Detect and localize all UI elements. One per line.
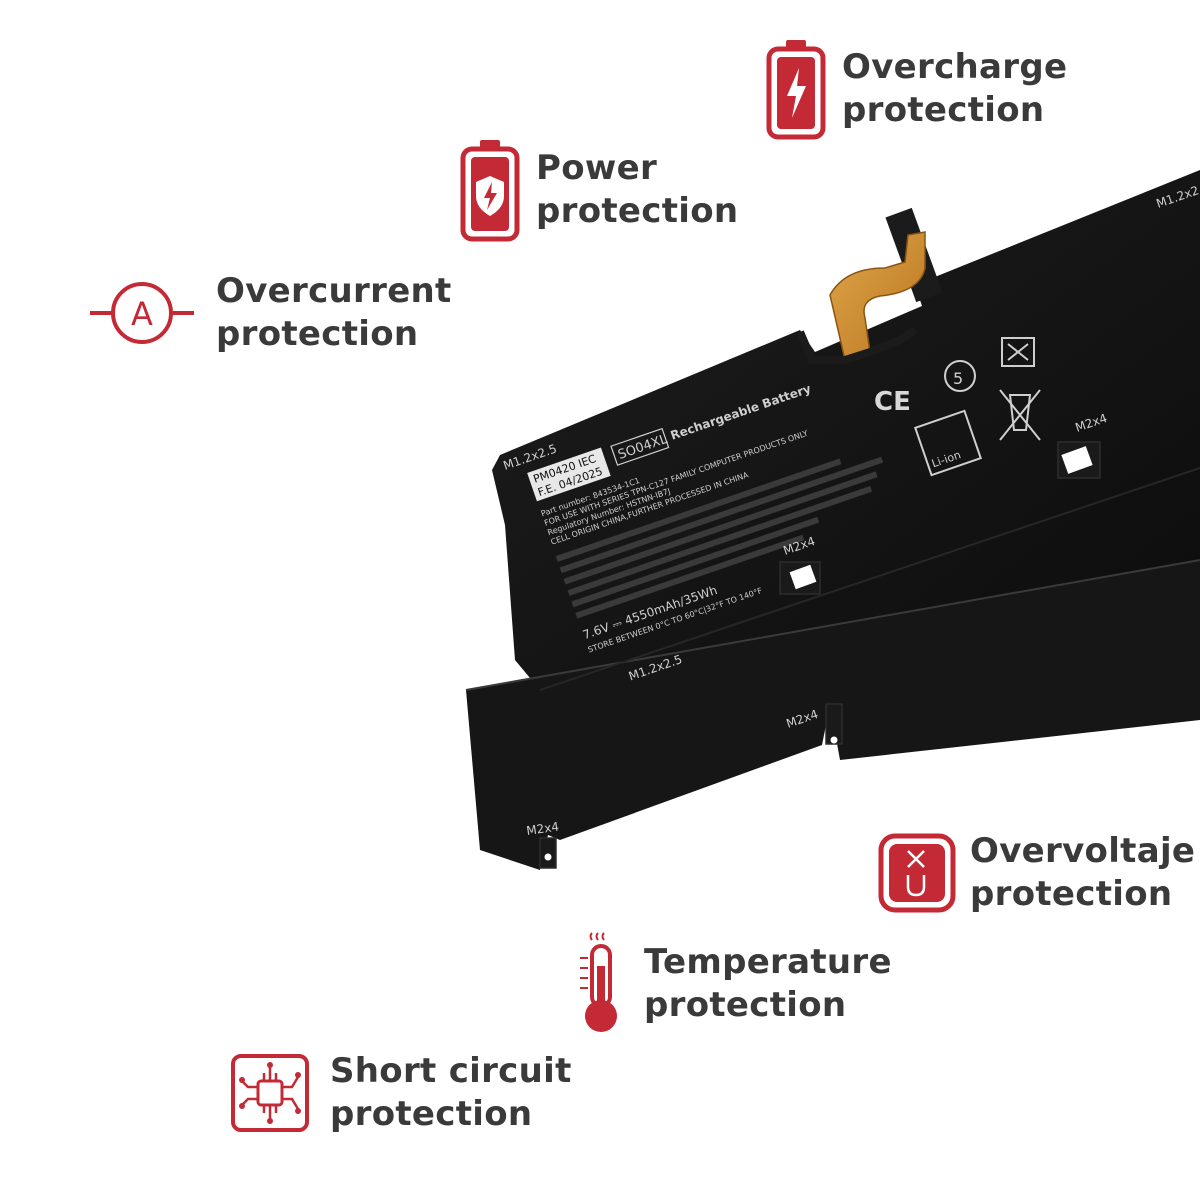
battery-upper-cell	[492, 170, 1200, 700]
feature-title: Overvoltaje	[970, 831, 1196, 871]
overcharge-protection-feature: Overcharge protection	[766, 38, 1067, 140]
feature-subtitle: protection	[216, 314, 419, 354]
short-circuit-protection-feature: Short circuit protection	[230, 1050, 572, 1136]
ce-mark: CE	[874, 387, 911, 417]
battery-bolt-icon	[766, 38, 826, 140]
ammeter-icon: A	[90, 278, 194, 348]
overcurrent-protection-feature: A Overcurrent protection	[90, 270, 452, 356]
power-protection-feature: Power protection	[460, 138, 738, 242]
feature-subtitle: protection	[330, 1094, 533, 1134]
feature-subtitle: protection	[644, 985, 847, 1025]
temperature-protection-feature: Temperature protection	[578, 932, 892, 1036]
recycle-number: 5	[953, 369, 963, 388]
overvoltage-protection-feature: Overvoltaje protection	[878, 830, 1195, 916]
feature-title: Temperature	[644, 942, 892, 982]
feature-title: Overcharge	[842, 47, 1068, 87]
feature-title: Overcurrent	[216, 271, 452, 311]
feature-subtitle: protection	[842, 90, 1045, 130]
battery-shield-bolt-icon	[460, 138, 520, 242]
voltage-icon	[878, 833, 956, 913]
circuit-chip-icon	[230, 1053, 310, 1133]
thermometer-icon	[578, 932, 622, 1036]
feature-subtitle: protection	[970, 874, 1173, 914]
screw-label: M2x4	[525, 820, 559, 838]
svg-text:A: A	[131, 295, 153, 333]
feature-title: Power	[536, 148, 658, 188]
flex-cable	[796, 207, 943, 364]
feature-subtitle: protection	[536, 191, 739, 231]
feature-title: Short circuit	[330, 1051, 572, 1091]
